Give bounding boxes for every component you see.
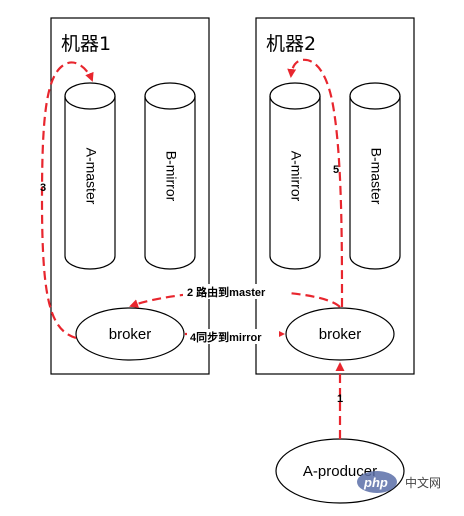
php-cn-watermark: php 中文网 (357, 471, 441, 493)
watermark-logo-text: php (363, 475, 388, 490)
broker-node-2-label: broker (319, 326, 362, 343)
producer-node-label: A-producer (303, 463, 377, 480)
watermark-site-text: 中文网 (405, 475, 441, 490)
step-2-label: 2 路由到master (187, 285, 266, 299)
broker-node-2: broker (285, 307, 395, 361)
queue-b-mirror-cylinder: B-mirror (144, 82, 196, 270)
queue-b-master-label: B-master (368, 148, 384, 205)
queue-a-master-label: A-master (83, 148, 99, 205)
step-3-label: 3 (40, 182, 46, 194)
queue-a-master-cylinder: A-master (64, 82, 116, 270)
machine-2-box (255, 17, 415, 375)
producer-node: A-producer (275, 438, 405, 504)
step-4-label-bg (187, 329, 279, 344)
step-4-label: 4同步到mirror (190, 330, 262, 344)
flow-arrow-5 (287, 58, 344, 308)
queue-a-mirror-cylinder: A-mirror (269, 82, 321, 270)
queue-b-mirror-label: B-mirror (163, 151, 179, 202)
machine-1-title: 机器1 (61, 33, 111, 55)
step-2-label-bg (183, 284, 287, 299)
step-1-label: 1 (337, 393, 343, 405)
machine-1-box (50, 17, 210, 375)
flow-arrow-3 (40, 61, 94, 340)
broker-node-1-label: broker (109, 326, 152, 343)
broker-node-1: broker (75, 307, 185, 361)
queue-b-master-cylinder: B-master (349, 82, 401, 270)
machine-2-title: 机器2 (266, 33, 316, 55)
queue-a-mirror-label: A-mirror (288, 151, 304, 202)
php-logo-icon (357, 471, 397, 493)
step-5-label: 5 (333, 164, 339, 176)
